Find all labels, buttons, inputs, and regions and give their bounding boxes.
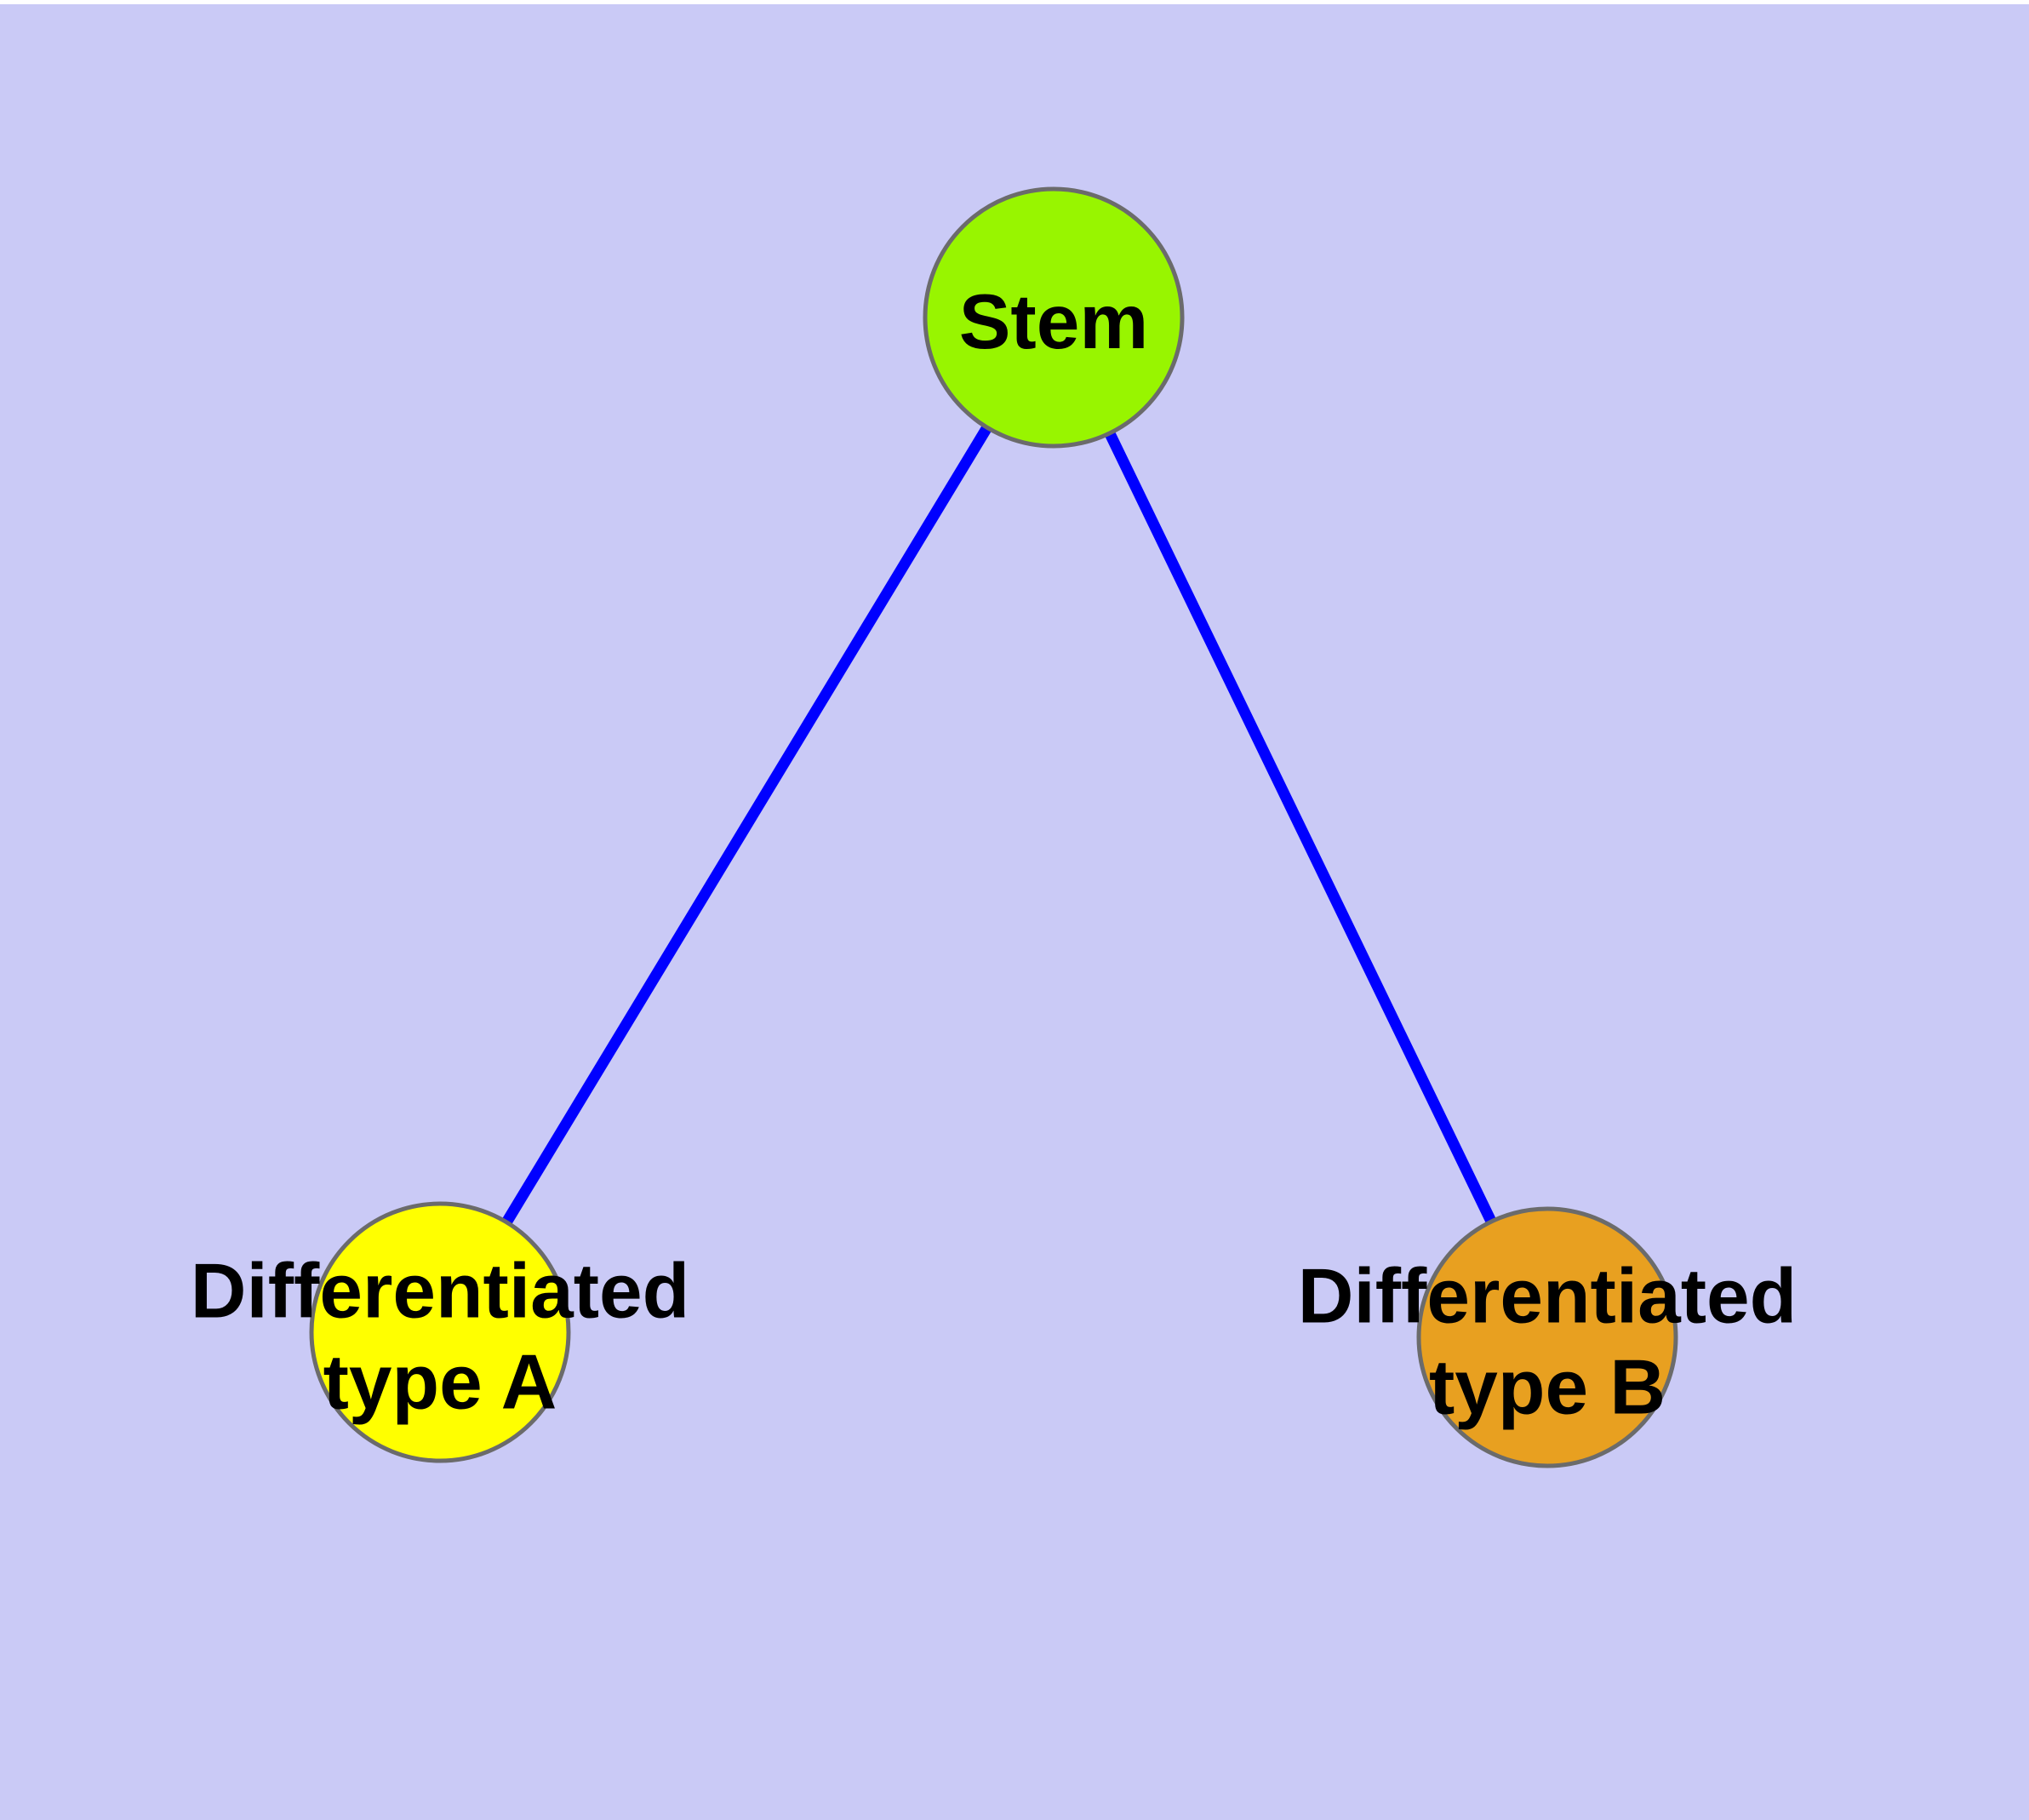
node-label-diff-type-b-line-2: type B [1429, 1345, 1666, 1431]
node-label-stem: Stem [959, 279, 1149, 365]
node-diff-type-a [309, 1201, 571, 1463]
node-label-stem-line-1: Stem [959, 279, 1149, 365]
node-label-diff-type-b-line-1: Differentiated [1298, 1254, 1798, 1340]
node-stem [923, 186, 1185, 449]
edge-stem-to-diff-type-b [1049, 315, 1552, 1340]
node-diff-type-b [1416, 1206, 1678, 1468]
top-margin-strip [0, 0, 2029, 4]
nodes-layer [309, 186, 1678, 1468]
edge-stem-to-diff-type-a [435, 314, 1059, 1336]
edges-layer [435, 314, 1552, 1340]
node-label-diff-type-a-line-1: Differentiated [191, 1249, 690, 1335]
node-label-diff-type-a-line-2: type A [323, 1340, 557, 1426]
